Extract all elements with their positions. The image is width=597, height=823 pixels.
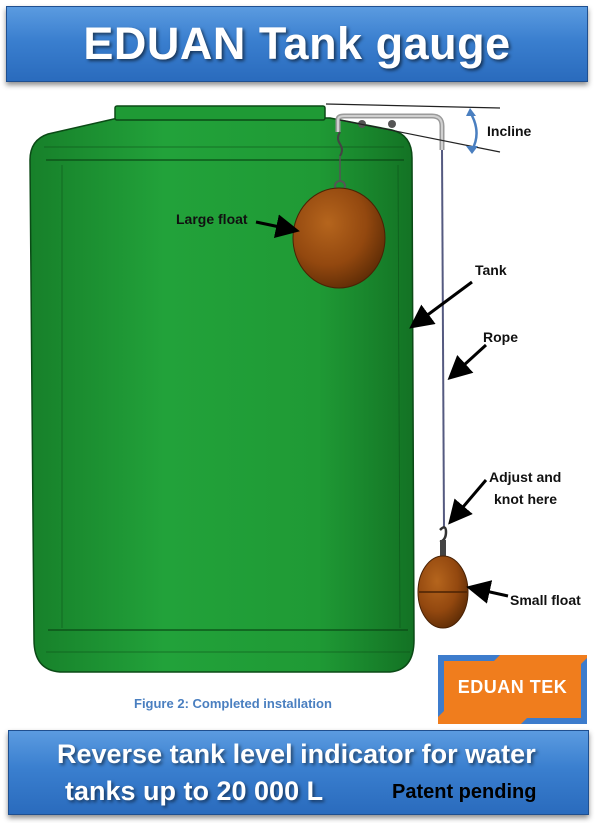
rope [441,149,445,529]
logo-text: EDUAN TEK [457,677,568,697]
incline-arrow [468,111,478,151]
mounting-bracket [335,113,445,182]
adjust-arrow [448,479,488,525]
small-float-arrow [466,580,509,604]
annotation-arrows [255,214,509,604]
label-adjust-line1: Adjust and [489,469,561,485]
tank-arrow [409,280,473,329]
page-title: EDUAN Tank gauge [83,18,511,69]
patent-note: Patent pending [392,781,537,803]
label-adjust-line2: knot here [494,491,557,507]
footer-banner: Reverse tank level indicator for water t… [8,730,589,815]
label-incline: Incline [487,123,532,139]
footer-line-2: tanks up to 20 000 L [65,776,324,806]
footer-line-1: Reverse tank level indicator for water [57,739,536,769]
eduan-tek-logo: EDUAN TEK [438,655,587,724]
title-banner: EDUAN Tank gauge [6,6,588,82]
water-tank [29,105,415,673]
tank-lid [114,105,326,121]
rope-arrow [447,343,488,381]
label-tank: Tank [475,262,507,278]
incline-guides [325,103,501,154]
large-float-arrow [255,214,300,239]
label-small-float: Small float [510,592,581,608]
figure-caption: Figure 2: Completed installation [134,696,332,711]
label-rope: Rope [483,329,518,345]
small-float [417,526,469,629]
label-large-float: Large float [176,211,248,227]
